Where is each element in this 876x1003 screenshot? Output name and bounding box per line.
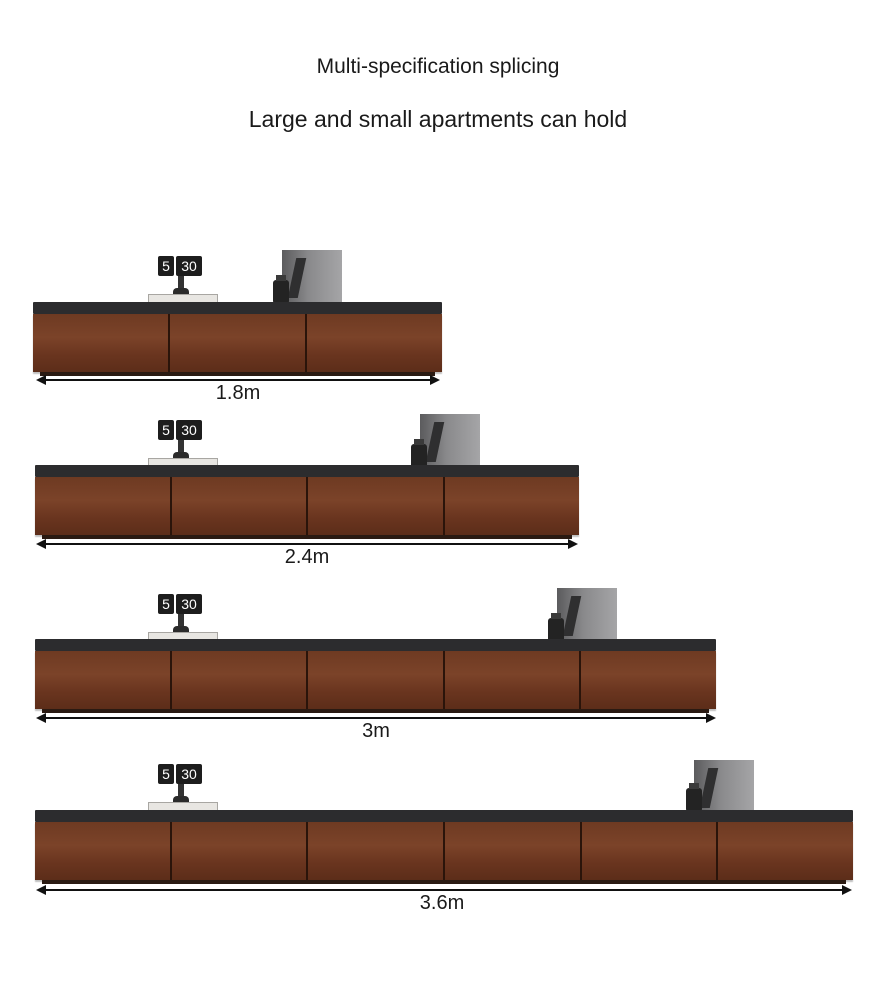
- heading-line-2: Large and small apartments can hold: [248, 106, 628, 132]
- cabinet-body: [35, 651, 716, 709]
- heading-line-1: Multi-specification splicing: [316, 55, 560, 78]
- picture-frame-decor: [694, 760, 754, 812]
- jar-decor: [548, 613, 564, 642]
- length-arrow: [36, 713, 716, 723]
- length-arrow: [36, 375, 440, 385]
- length-label: 2.4m: [284, 546, 330, 568]
- length-label: 1.8m: [215, 382, 261, 404]
- cabinet-top: [35, 465, 579, 477]
- length-label: 3.6m: [419, 892, 465, 914]
- cabinet-body: [35, 477, 579, 535]
- cabinet-body: [33, 314, 442, 372]
- jar-decor: [411, 439, 427, 468]
- length-arrow: [36, 539, 578, 549]
- cabinet-top: [35, 810, 853, 822]
- jar-decor: [273, 275, 289, 304]
- cabinet-top: [35, 639, 716, 651]
- cabinet-body: [35, 822, 854, 880]
- length-arrow: [36, 885, 852, 895]
- picture-frame-decor: [420, 414, 480, 466]
- jar-decor: [686, 783, 702, 812]
- cabinet-top: [33, 302, 442, 314]
- picture-frame-decor: [282, 250, 342, 302]
- picture-frame-decor: [557, 588, 617, 640]
- length-label: 3m: [362, 720, 390, 742]
